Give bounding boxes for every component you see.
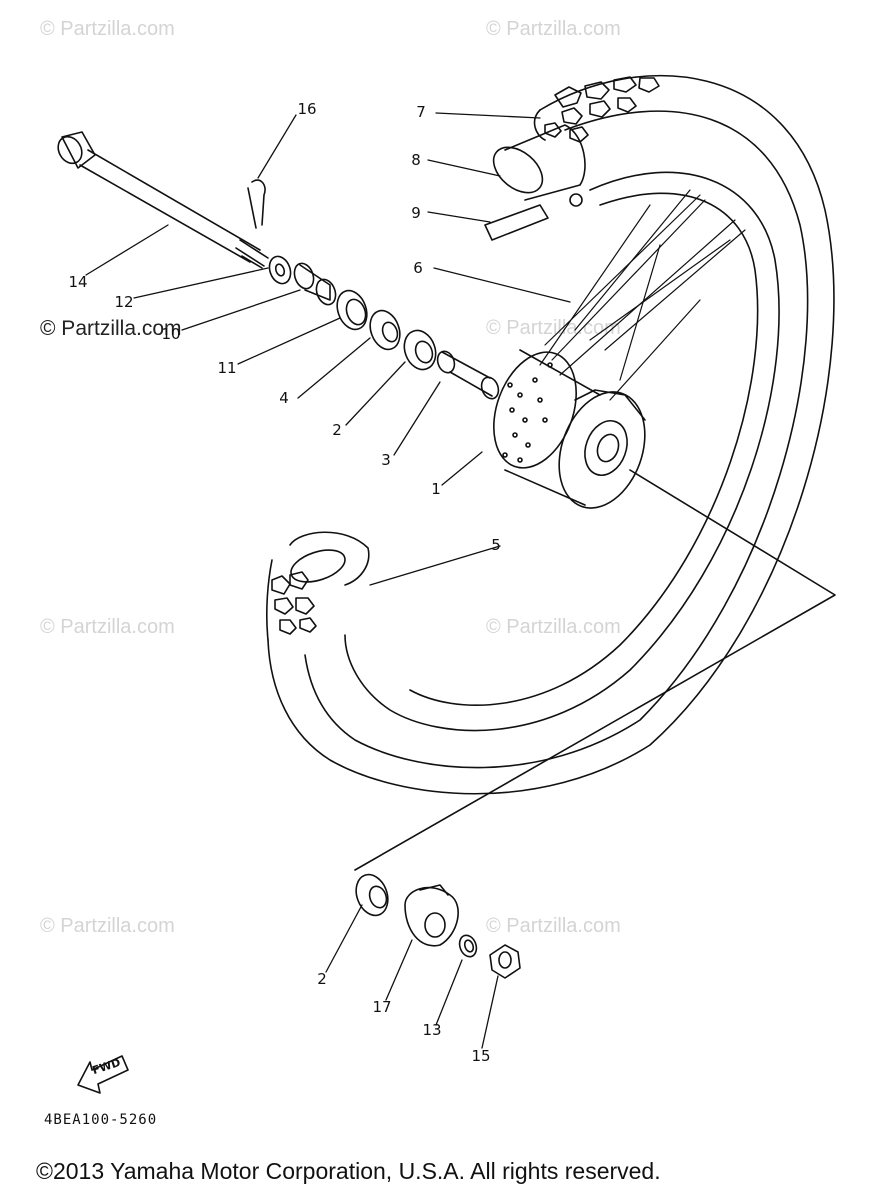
callout-12[interactable]: 12 — [114, 293, 134, 311]
callout-2-lower[interactable]: 2 — [317, 970, 327, 988]
collar — [293, 262, 337, 306]
spacer — [436, 350, 500, 400]
washer — [268, 255, 292, 285]
callout-14[interactable]: 14 — [68, 273, 88, 291]
watermark: © Partzilla.com — [486, 915, 621, 937]
bearing-4 — [369, 309, 401, 351]
spokes — [539, 189, 746, 401]
watermark: © Partzilla.com — [40, 915, 175, 937]
washer-13 — [458, 934, 478, 958]
callout-13[interactable]: 13 — [422, 1021, 442, 1039]
watermark: © Partzilla.com — [40, 18, 175, 40]
callout-4[interactable]: 4 — [279, 389, 289, 407]
diagram-code: 4BEA100-5260 — [44, 1112, 158, 1128]
axis-line — [354, 469, 836, 871]
oil-seal — [336, 289, 368, 331]
callout-8[interactable]: 8 — [411, 151, 421, 169]
callout-15[interactable]: 15 — [471, 1047, 491, 1065]
axle — [57, 131, 269, 269]
callout-17[interactable]: 17 — [372, 998, 392, 1016]
watermark: © Partzilla.com — [40, 317, 182, 340]
callout-16[interactable]: 16 — [297, 100, 317, 118]
axle-nut — [489, 944, 521, 979]
meter-gear-unit — [404, 884, 459, 947]
watermark: © Partzilla.com — [486, 616, 621, 638]
callout-9[interactable]: 9 — [411, 204, 421, 222]
watermark: © Partzilla.com — [40, 616, 175, 638]
tube-and-rim-band — [484, 124, 586, 241]
callout-10[interactable]: 10 — [161, 325, 181, 343]
callout-7[interactable]: 7 — [416, 103, 426, 121]
watermark: © Partzilla.com — [486, 18, 621, 40]
bearing-2-upper — [403, 329, 437, 371]
leader-lines — [85, 112, 571, 1049]
callout-1[interactable]: 1 — [431, 480, 441, 498]
callout-6[interactable]: 6 — [413, 259, 423, 277]
hub — [493, 349, 646, 509]
callout-11[interactable]: 11 — [217, 359, 237, 377]
callout-3[interactable]: 3 — [381, 451, 391, 469]
copyright-notice: ©2013 Yamaha Motor Corporation, U.S.A. A… — [36, 1158, 661, 1184]
bearing-2-lower — [355, 873, 389, 917]
cotter-pin — [247, 179, 266, 229]
tire — [266, 74, 835, 795]
callout-5[interactable]: 5 — [491, 536, 501, 554]
callout-2-upper[interactable]: 2 — [332, 421, 342, 439]
fwd-arrow-icon — [77, 1055, 129, 1094]
